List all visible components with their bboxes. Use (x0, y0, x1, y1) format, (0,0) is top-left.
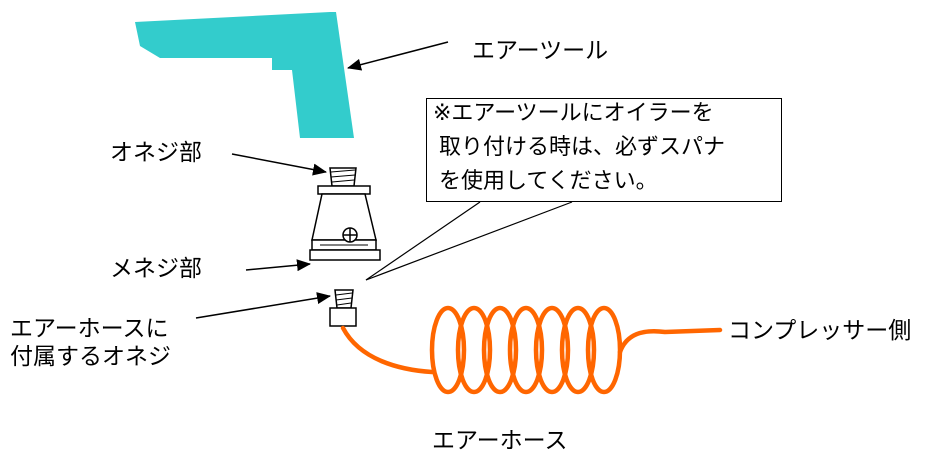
arrow-air-tool (347, 41, 449, 71)
label-air-hose: エアーホース (432, 428, 568, 454)
arrow-female-thread (245, 259, 311, 272)
arrow-hose-thread (195, 292, 331, 319)
note-line-1: ※エアーツールにオイラーを (433, 101, 714, 126)
note-line-2: 取り付ける時は、必ずスパナ (439, 135, 726, 160)
air-hose-coil (340, 305, 723, 395)
note-line-3: を使用してください。 (439, 169, 658, 194)
label-female-thread: メネジ部 (110, 256, 202, 282)
label-hose-thread-line1: エアーホースに (10, 316, 169, 342)
label-compressor-side: コンプレッサー側 (728, 318, 912, 344)
air-tool-shape (135, 12, 354, 138)
caution-note-box: ※エアーツールにオイラーを 取り付ける時は、必ずスパナ を使用してください。 (426, 98, 782, 202)
label-air-tool: エアーツール (472, 38, 609, 64)
callout-line-2 (365, 201, 573, 281)
label-male-thread: オネジ部 (110, 140, 202, 166)
label-hose-thread-line2: 付属するオネジ (10, 344, 171, 370)
hose-fitting (329, 289, 357, 327)
arrow-male-thread (231, 153, 327, 176)
oiler-male-thread (329, 167, 357, 187)
callout-line-1 (365, 201, 481, 281)
oiler-body (309, 185, 381, 261)
